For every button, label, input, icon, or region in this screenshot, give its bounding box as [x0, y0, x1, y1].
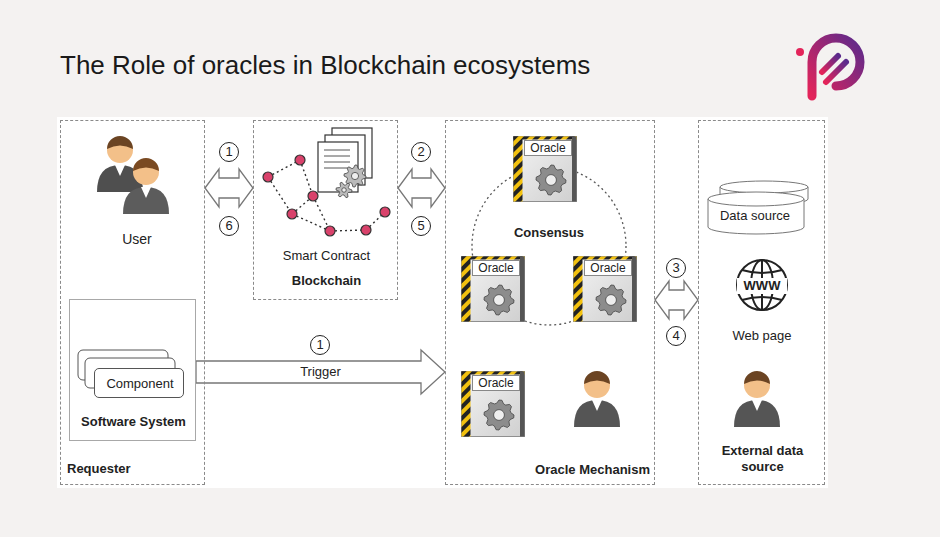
disk-stack — [706, 179, 810, 235]
external-source-panel: Data sourceExternal data source — [698, 120, 825, 485]
block-arrow — [205, 169, 253, 207]
node-label: Component — [95, 376, 185, 392]
group-title: Oracle Mechanism — [496, 462, 650, 478]
callout-number: 2 — [411, 142, 431, 162]
source-label: Web page — [712, 328, 812, 344]
globe-text: WWW — [737, 278, 787, 294]
diagram-ground — [57, 117, 828, 488]
component-card: Component — [94, 368, 184, 398]
block-arrow — [655, 281, 698, 319]
person-icon — [574, 371, 620, 427]
actor-label: User — [100, 231, 174, 248]
group-title: Blockchain — [254, 273, 399, 289]
node-label: Consensus — [471, 225, 627, 241]
smart-contract-icon — [263, 128, 390, 236]
oracle-label: Oracle — [524, 140, 572, 156]
brand-logo — [796, 38, 860, 96]
callout-number: 1 — [219, 142, 239, 162]
edge-label: Trigger — [298, 364, 343, 380]
block-arrow — [398, 169, 445, 207]
callout-number: 6 — [219, 216, 239, 236]
oracle-box: Oracle — [573, 256, 637, 322]
oracle-label: Oracle — [584, 260, 632, 276]
oracle-label: Oracle — [472, 260, 520, 276]
page-title: The Role of oracles in Blockchain ecosys… — [60, 50, 590, 81]
oracle-box: Oracle — [513, 136, 577, 202]
oracle-box: Oracle — [461, 371, 525, 437]
node-label: Software System — [70, 414, 197, 430]
group-title: External data source — [709, 443, 816, 474]
person-icons — [97, 136, 780, 427]
person-icon — [123, 158, 169, 214]
callout-number: 1 — [310, 335, 330, 355]
node-label: Data source — [706, 208, 804, 224]
data-source-cylinder: Data source — [706, 179, 810, 235]
oracle-mechanism-panel: ConsensusOracleOracleOracleOracleOracle … — [445, 120, 655, 485]
callout-number: 4 — [666, 326, 686, 346]
blockchain-panel: Smart ContractBlockchain — [253, 120, 398, 300]
block-arrow — [196, 350, 445, 394]
requester-panel: ComponentSoftware SystemRequester — [60, 120, 205, 485]
callout-number: 5 — [411, 216, 431, 236]
globe-icon — [737, 260, 787, 310]
group-title: Requester — [67, 461, 197, 477]
group-title: Smart Contract — [254, 248, 399, 264]
person-icon — [734, 371, 780, 427]
oracle-label: Oracle — [472, 375, 520, 391]
callout-number: 3 — [666, 258, 686, 278]
oracle-box: Oracle — [461, 256, 525, 322]
software-system-box: ComponentSoftware System — [69, 299, 196, 441]
